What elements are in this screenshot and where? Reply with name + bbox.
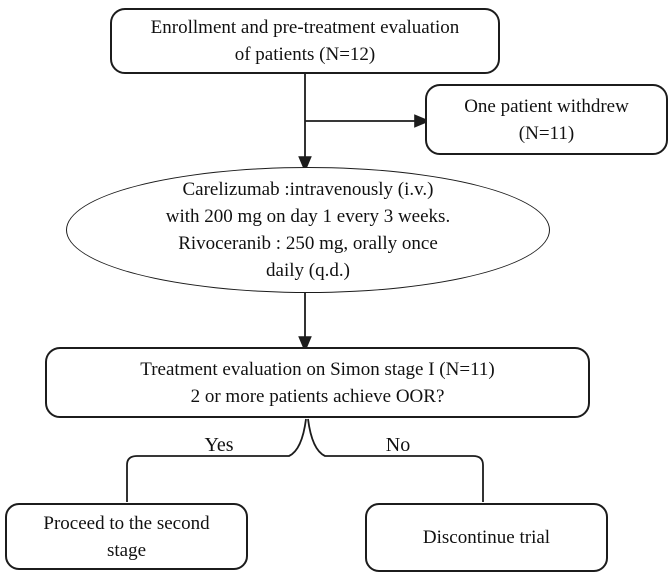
node-regimen-line-3: Rivoceranib : 250 mg, orally once xyxy=(178,233,438,254)
node-proceed-line-2: stage xyxy=(106,539,147,561)
node-discontinue-line-1: Discontinue trial xyxy=(422,527,551,548)
node-withdrew-line-1: One patient withdrew xyxy=(464,95,629,117)
node-withdrew: One patient withdrew (N=11) xyxy=(425,84,668,155)
edge-label-no: No xyxy=(385,434,411,456)
node-regimen: Carelizumab :intravenously (i.v.) with 2… xyxy=(66,167,550,293)
node-proceed-line-1: Proceed to the second xyxy=(43,512,210,534)
branch-line-no xyxy=(307,418,484,502)
node-enrollment-line-1: Enrollment and pre-treatment evaluation xyxy=(150,17,460,38)
node-evaluation-line-2: 2 or more patients achieve OOR? xyxy=(190,385,445,407)
node-regimen-line-1: Carelizumab :intravenously (i.v.) xyxy=(182,179,434,200)
node-discontinue: Discontinue trial xyxy=(365,503,608,572)
node-evaluation: Treatment evaluation on Simon stage I (N… xyxy=(45,347,590,418)
node-regimen-line-2: with 200 mg on day 1 every 3 weeks. xyxy=(165,206,451,227)
node-evaluation-line-1: Treatment evaluation on Simon stage I (N… xyxy=(140,358,495,380)
node-enrollment-line-2: of patients (N=12) xyxy=(234,44,376,65)
edge-label-yes: Yes xyxy=(204,434,234,456)
node-regimen-line-4: daily (q.d.) xyxy=(266,260,350,281)
branch-line-yes xyxy=(126,418,307,502)
node-enrollment: Enrollment and pre-treatment evaluation … xyxy=(110,8,500,74)
node-withdrew-line-2: (N=11) xyxy=(518,122,575,144)
node-proceed: Proceed to the second stage xyxy=(5,503,248,570)
